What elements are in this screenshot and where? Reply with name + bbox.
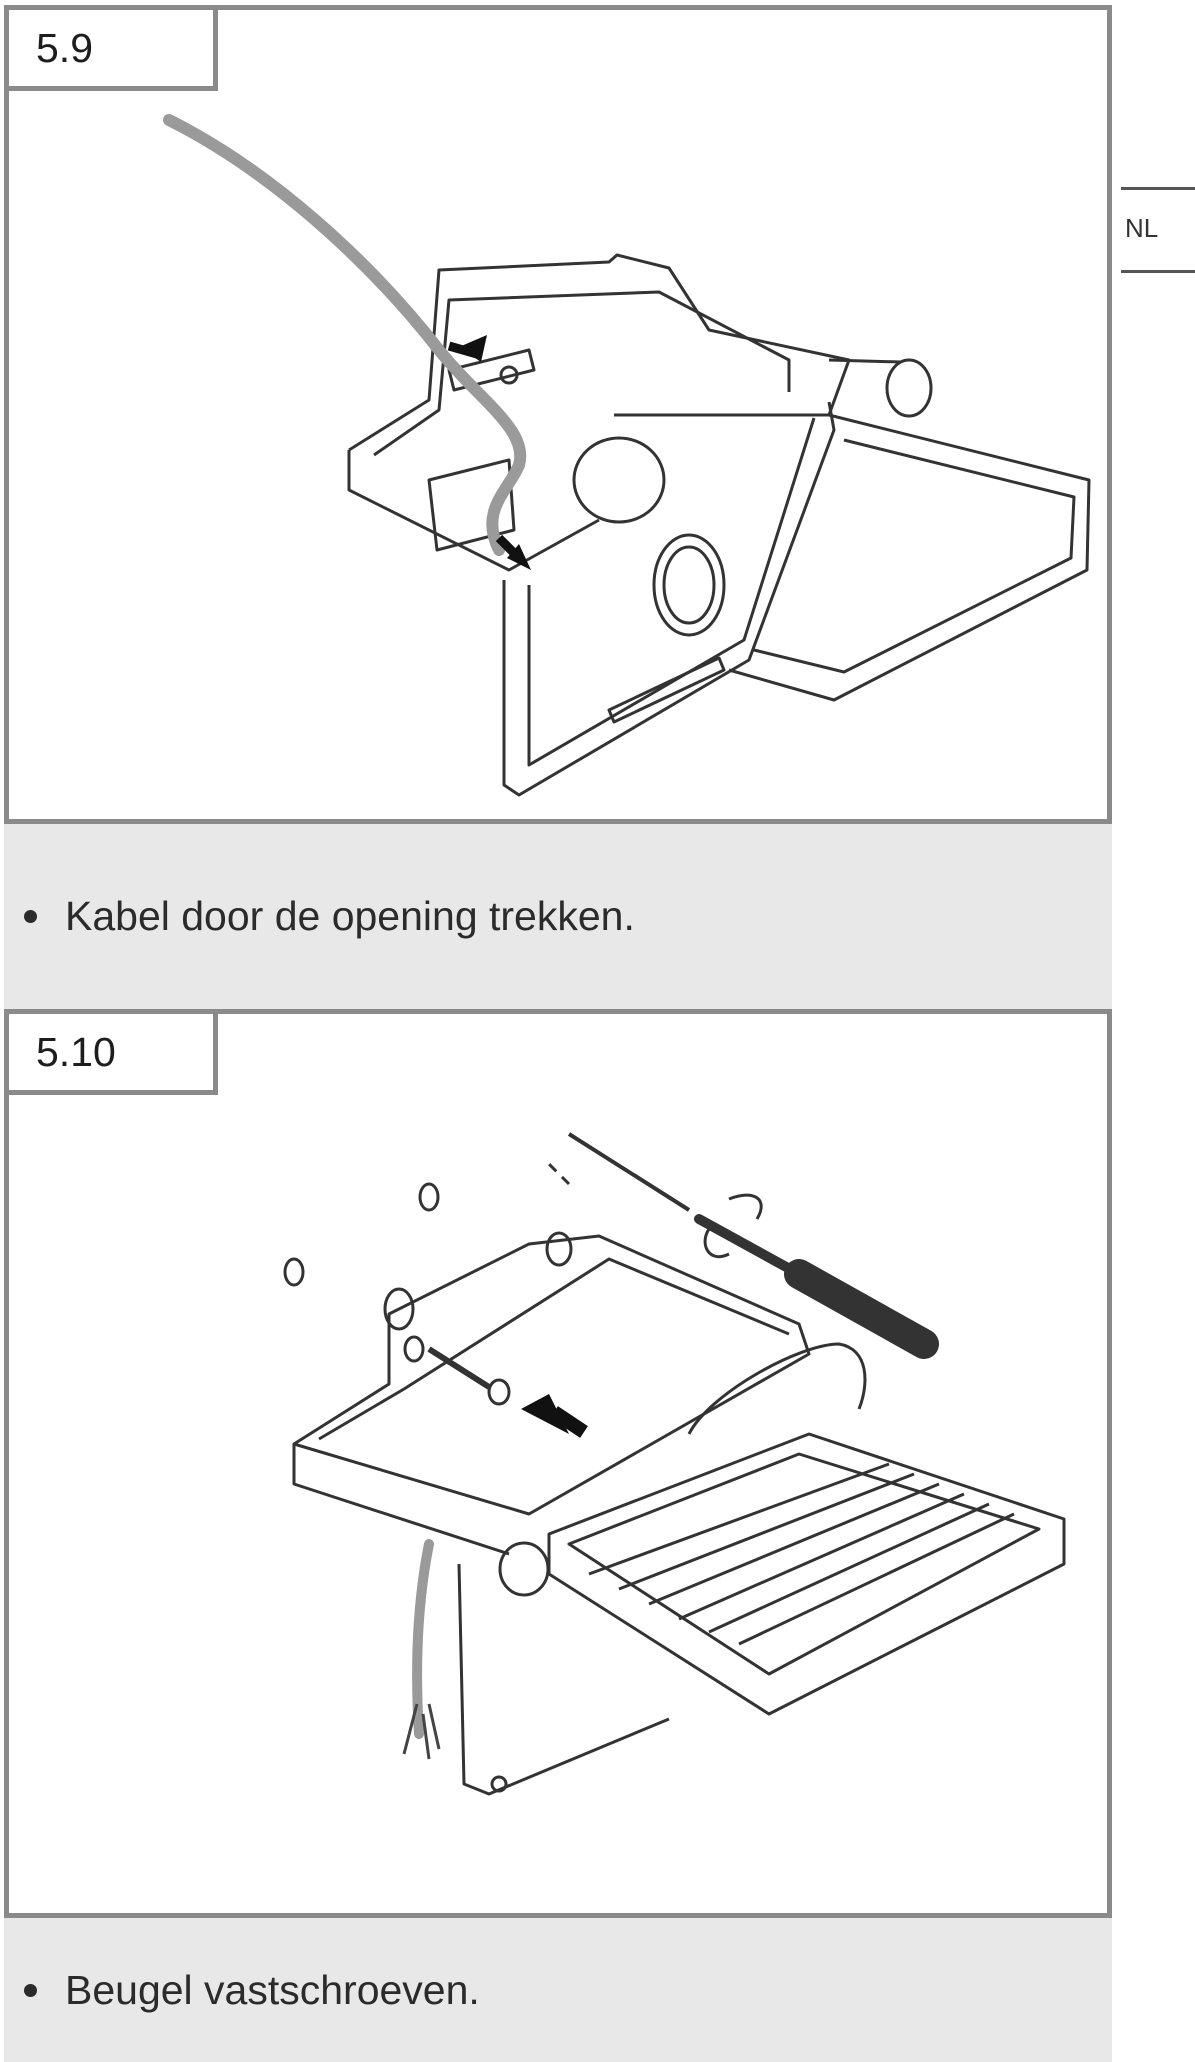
step-5-10-panel: 5.10 — [4, 1009, 1112, 1918]
step-5-10-caption: Beugel vastschroeven. — [4, 1918, 1112, 2062]
caption-text: Kabel door de opening trekken. — [65, 893, 635, 939]
bullet-icon — [24, 910, 37, 923]
bullet-icon — [24, 1983, 37, 1997]
step-number: 5.9 — [4, 5, 218, 91]
language-tab: NL — [1121, 187, 1195, 273]
step-number: 5.10 — [4, 1009, 218, 1095]
step-5-9-panel: 5.9 — [4, 5, 1112, 824]
bracket-mounting-illustration — [283, 1132, 1066, 1796]
step-5-9-caption: Kabel door de opening trekken. — [4, 824, 1112, 1009]
caption-text: Beugel vastschroeven. — [65, 1966, 480, 2013]
cable-routing-illustration — [163, 114, 1091, 797]
tab-rule-bottom — [1121, 270, 1195, 273]
language-label: NL — [1125, 213, 1159, 243]
tab-rule-top — [1121, 187, 1195, 190]
